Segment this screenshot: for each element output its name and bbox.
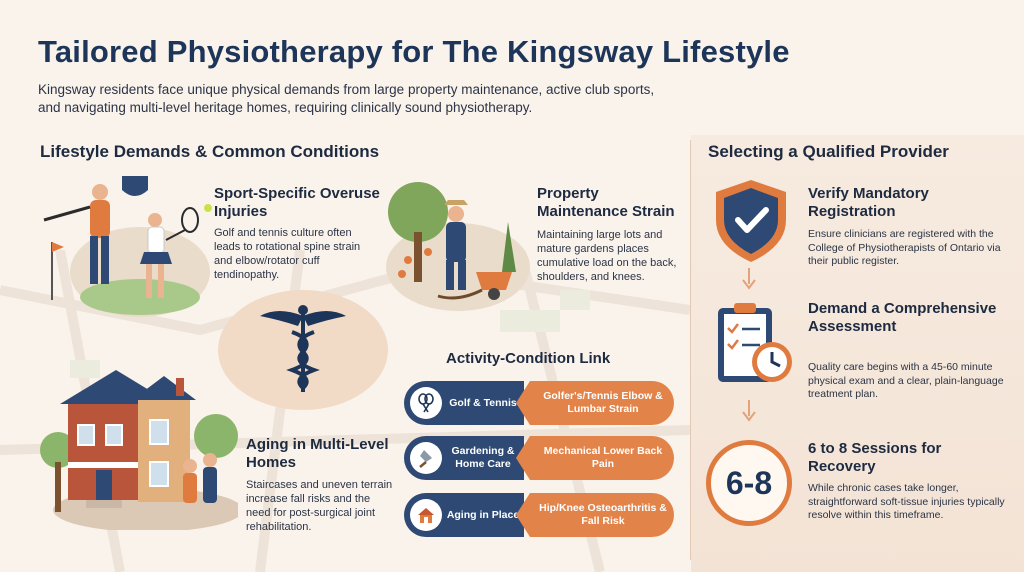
link-row-gardening: Gardening & Home Care Mechanical Lower B… [404,436,674,480]
assessment-title: Demand a Comprehensive Assessment [808,300,997,335]
registration-title: Verify Mandatory Registration [808,185,929,220]
lifestyle-heading: Lifestyle Demands & Common Conditions [40,142,380,161]
heritage-house-illustration [40,370,238,530]
arrow-down-icon [742,400,756,422]
sessions-desc: While chronic cases take longer, straigh… [808,482,1005,521]
condition-pill: Mechanical Lower Back Pain [516,436,674,480]
activity-label: Aging in Place [446,508,520,521]
column-divider [690,140,691,560]
activity-pill: Gardening & Home Care [404,436,524,480]
activity-link-heading: Activity-Condition Link [446,350,611,367]
shield-check-icon [716,180,786,262]
registration-desc: Ensure clinicians are registered with th… [808,228,1001,267]
sessions-title: 6 to 8 Sessions for Recovery [808,440,942,475]
golf-tennis-illustration [43,176,212,317]
condition-pill: Hip/Knee Osteoarthritis & Fall Risk [516,493,674,537]
activity-label: Gardening & Home Care [451,445,515,470]
aging-homes-title: Aging in Multi-Level Homes [246,436,389,471]
caduceus-icon [260,305,346,392]
activity-label: Golf & Tennis [449,396,517,409]
sport-injuries-title: Sport-Specific Overuse Injuries [214,185,380,220]
page-subtitle: Kingsway residents face unique physical … [38,82,655,115]
link-row-aging: Aging in Place Hip/Knee Osteoarthritis &… [404,493,674,537]
condition-label: Hip/Knee Osteoarthritis & Fall Risk [539,502,667,527]
condition-label: Mechanical Lower Back Pain [543,445,663,470]
house-icon [410,499,442,531]
condition-pill: Golfer's/Tennis Elbow & Lumbar Strain [516,381,674,425]
gardening-illustration [386,182,530,311]
page-title: Tailored Physiotherapy for The Kingsway … [38,34,790,69]
link-row-golf: Golf & Tennis Golfer's/Tennis Elbow & Lu… [404,381,674,425]
activity-pill: Aging in Place [404,493,524,537]
arrow-down-icon [742,268,756,290]
property-strain-title: Property Maintenance Strain [537,185,675,220]
sessions-badge: 6-8 [706,440,792,526]
assessment-desc: Quality care begins with a 45-60 minute … [808,361,1004,400]
aging-homes-desc: Staircases and uneven terrain increase f… [246,479,393,533]
property-strain-desc: Maintaining large lots and mature garden… [537,229,677,283]
trowel-icon [410,442,442,474]
activity-pill: Golf & Tennis [404,381,524,425]
clipboard-clock-icon [718,303,792,382]
sport-injuries-desc: Golf and tennis culture often leads to r… [214,227,361,281]
condition-label: Golfer's/Tennis Elbow & Lumbar Strain [543,390,663,415]
tennis-rackets-icon [410,387,442,419]
provider-heading: Selecting a Qualified Provider [708,142,949,161]
